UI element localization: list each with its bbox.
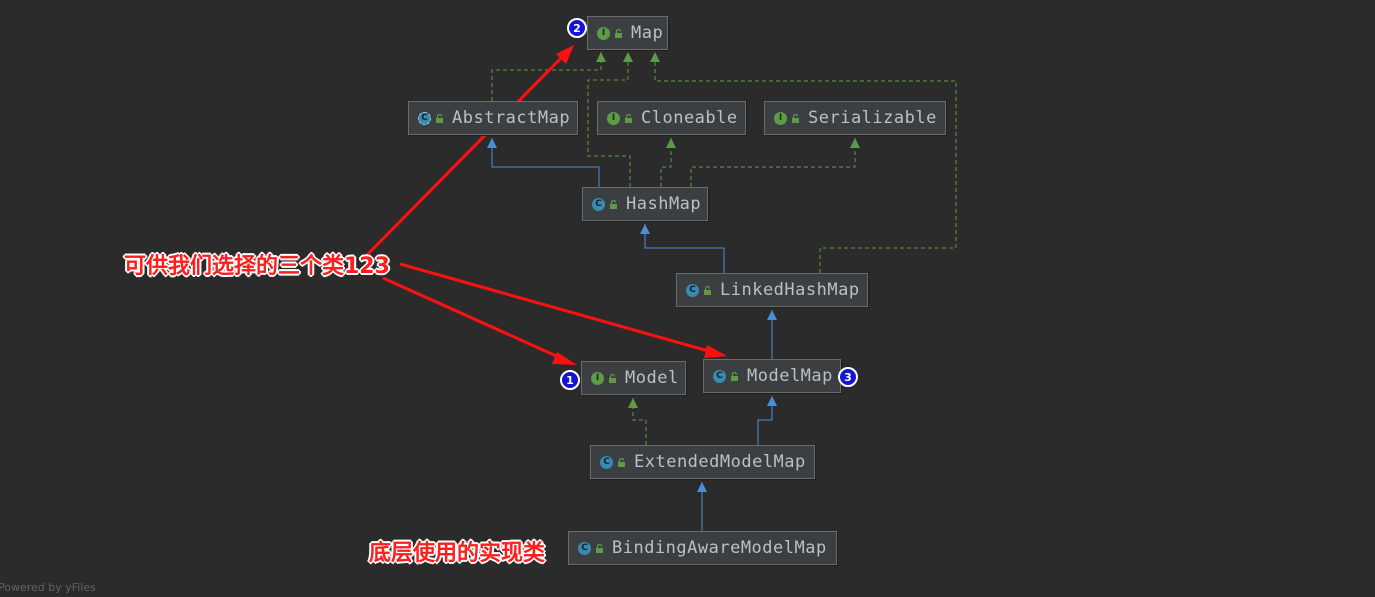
node-label: HashMap — [626, 194, 702, 214]
class-icon: C — [578, 541, 591, 555]
node-serializable[interactable]: I Serializable — [764, 101, 946, 135]
edge-extendedmodelmap-model — [632, 398, 647, 445]
node-map[interactable]: I Map — [587, 16, 668, 50]
arrowhead-extendedmodelmap-modelmap — [767, 396, 777, 406]
node-label: ModelMap — [747, 366, 833, 386]
arrowhead-hashmap-serializable — [850, 138, 860, 148]
badge-model: 1 — [560, 370, 580, 390]
node-cloneable[interactable]: I Cloneable — [597, 101, 746, 135]
node-label: Map — [631, 23, 664, 43]
node-extendedmodelmap[interactable]: C ExtendedModelMap — [590, 445, 815, 479]
annotation-arrows — [365, 45, 727, 365]
arrowhead-extendedmodelmap-model — [628, 398, 638, 408]
edge-hashmap-abstractmap — [491, 138, 600, 187]
node-bindingawaremodelmap[interactable]: C BindingAwareModelMap — [568, 531, 837, 565]
node-linkedhashmap[interactable]: C LinkedHashMap — [676, 273, 868, 307]
class-icon: C — [713, 369, 726, 383]
footer-watermark: Powered by yFiles — [0, 581, 96, 594]
node-label: BindingAwareModelMap — [612, 538, 827, 558]
annotation-arrow-to-model — [382, 276, 564, 361]
annotation-impl: 底层使用的实现类 — [369, 541, 546, 566]
node-label: ExtendedModelMap — [634, 452, 806, 472]
node-label: Model — [625, 368, 679, 388]
arrowhead-bindingawaremodelmap-extendedmodelmap — [697, 482, 707, 492]
edge-abstractmap-map — [491, 52, 602, 101]
arrowhead-hashmap-map — [623, 52, 633, 62]
badge-modelmap: 3 — [838, 367, 858, 387]
arrowhead-modelmap-linkedhashmap — [767, 310, 777, 320]
interface-icon: I — [774, 111, 787, 125]
public-lock-icon — [609, 373, 616, 383]
class-icon: C — [600, 455, 613, 469]
edge-hashmap-serializable — [690, 138, 856, 187]
annotation-arrow-to-map — [365, 50, 569, 257]
arrowhead-linkedhashmap-map — [650, 52, 660, 62]
node-model[interactable]: I Model — [581, 361, 686, 395]
arrowhead-hashmap-cloneable — [666, 138, 676, 148]
node-label: AbstractMap — [452, 108, 571, 128]
node-hashmap[interactable]: C HashMap — [582, 187, 708, 221]
class-icon: C — [686, 283, 699, 297]
node-abstractmap[interactable]: C AbstractMap — [408, 101, 578, 135]
annotation-arrowhead-to-modelmap — [704, 345, 727, 358]
edge-extendedmodelmap-modelmap — [757, 396, 773, 445]
abstract-class-icon: C — [418, 111, 431, 125]
edge-hashmap-cloneable — [660, 138, 672, 187]
badge-map: 2 — [567, 18, 587, 38]
public-lock-icon — [792, 113, 799, 123]
public-lock-icon — [596, 543, 603, 553]
annotation-arrow-to-modelmap — [399, 262, 713, 354]
public-lock-icon — [618, 457, 625, 467]
annotation-arrowhead-to-model — [552, 352, 577, 365]
public-lock-icon — [625, 113, 632, 123]
arrowhead-linkedhashmap-hashmap — [640, 224, 650, 234]
edge-linkedhashmap-map — [654, 52, 957, 273]
annotation-choices: 可供我们选择的三个类123 — [124, 254, 390, 279]
node-label: Cloneable — [641, 108, 738, 128]
node-modelmap[interactable]: C ModelMap — [703, 359, 841, 393]
public-lock-icon — [704, 285, 711, 295]
interface-icon: I — [607, 111, 620, 125]
interface-icon: I — [597, 26, 610, 40]
public-lock-icon — [610, 199, 617, 209]
class-icon: C — [592, 197, 605, 211]
arrowhead-hashmap-abstractmap — [487, 138, 497, 148]
public-lock-icon — [436, 113, 443, 123]
public-lock-icon — [731, 371, 738, 381]
public-lock-icon — [615, 28, 622, 38]
annotation-arrowhead-to-map — [556, 45, 574, 64]
node-label: Serializable — [808, 108, 937, 128]
arrowhead-abstractmap-map — [596, 52, 606, 62]
interface-icon: I — [591, 371, 604, 385]
edge-linkedhashmap-hashmap — [644, 224, 725, 273]
node-label: LinkedHashMap — [720, 280, 860, 300]
